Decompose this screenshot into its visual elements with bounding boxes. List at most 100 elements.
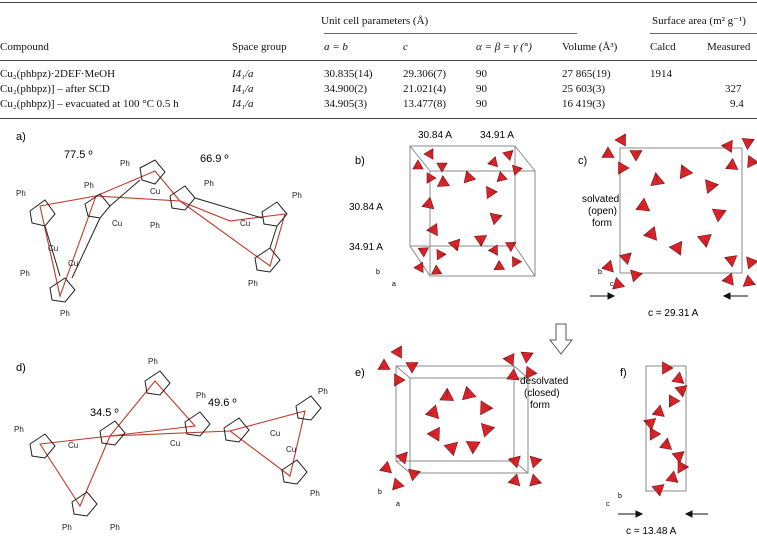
header-rule: [0, 60, 757, 61]
cu-tetrahedron: [448, 239, 459, 251]
cu-tetrahedron: [602, 260, 614, 272]
cu-tetrahedron: [481, 423, 494, 437]
ph-label: Ph: [310, 489, 320, 498]
crystal-data-table: Unit cell parameters (Å) Surface area (m…: [0, 0, 757, 122]
cu-tetrahedron: [747, 257, 757, 269]
row2-space-group: I4₁/a: [232, 83, 254, 96]
row2-volume: 25 603(3): [562, 83, 605, 96]
cu-tetrahedron: [650, 428, 661, 440]
cu-tetrahedron: [652, 405, 664, 416]
c-dimension-arrows: [590, 293, 748, 299]
panel-c: c) solvated (open) form b c c = 29.31 A: [578, 134, 757, 319]
e-axis-b: b: [378, 489, 382, 496]
col-angles: α = β = γ (°): [476, 41, 532, 54]
cu-tetrahedron: [395, 374, 406, 386]
cu-tetrahedron: [615, 134, 626, 146]
cu-tetrahedron: [669, 241, 682, 255]
cu-tetrahedron: [427, 224, 438, 236]
col-calcd: Calcd: [650, 41, 676, 54]
cu-tetrahedron: [619, 162, 630, 174]
col-ab: a = b: [324, 41, 348, 54]
cu-tetrahedron: [380, 461, 392, 472]
ph-label: Ph: [84, 181, 94, 190]
row3-c: 13.477(8): [403, 98, 446, 111]
cu-tetrahedron: [503, 353, 514, 365]
row2-angles: 90: [476, 83, 487, 96]
cu-tetrahedron: [644, 227, 657, 241]
b-axis-a: a: [392, 281, 396, 288]
angle-d1: 34.5 º: [90, 407, 118, 419]
b-axis-b: b: [376, 269, 380, 276]
structure-figure: a) 77.5 º 66.9 º Ph Ph Ph Ph: [0, 126, 757, 539]
solvated-line-3: form: [592, 218, 612, 229]
unit-cell-subrule: [324, 33, 577, 34]
ph-label: Ph: [318, 387, 328, 396]
c-value-solvated: c = 29.31 A: [648, 308, 699, 319]
panel-b: b) 30.84 A 34.91 A 30.84 A 34.91 A b a: [349, 130, 535, 288]
f-dimension-arrows: [618, 511, 708, 517]
panel-b-tetrahedra: [413, 149, 523, 275]
cu-tetrahedron: [660, 438, 672, 449]
ph-label: Ph: [196, 391, 206, 400]
b-label-top-right: 34.91 A: [480, 130, 514, 141]
cu-tetrahedron: [406, 363, 418, 374]
cu-tetrahedron: [488, 157, 498, 167]
panel-a-ring-lines: [40, 171, 285, 296]
cu-tetrahedron: [651, 173, 665, 186]
row3-angles: 90: [476, 98, 487, 111]
cu-tetrahedron: [413, 160, 423, 169]
panel-d: d) 34.5 º 49.6 º Ph Ph Ph Ph Ph Ph Ph: [14, 357, 328, 532]
cu-tetrahedron: [494, 261, 504, 270]
cu-tetrahedron: [698, 234, 712, 247]
cu-label: Cu: [270, 429, 280, 438]
cu-tetrahedron: [669, 395, 680, 407]
cu-tetrahedron: [391, 346, 402, 358]
header-surface-area: Surface area (m² g⁻¹): [652, 15, 746, 28]
cu-label: Cu: [68, 441, 78, 450]
cu-tetrahedron: [748, 156, 757, 168]
c-axis-b: b: [598, 269, 602, 276]
cu-tetrahedron: [512, 165, 522, 175]
row2-compound: Cu₂(phbpz)] – after SCD: [0, 83, 110, 96]
cu-label: Cu: [240, 219, 250, 228]
row1-space-group: I4₁/a: [232, 68, 254, 81]
col-measured: Measured: [707, 41, 750, 54]
panel-e-tetrahedra: [378, 346, 542, 490]
angle-a1: 77.5 º: [64, 149, 92, 161]
cu-tetrahedron: [652, 485, 664, 496]
row3-measured: 9.4: [730, 98, 744, 111]
cu-tetrahedron: [424, 149, 433, 159]
cu-tetrahedron: [712, 209, 726, 222]
cu-tetrahedron: [630, 151, 642, 162]
row1-volume: 27 865(19): [562, 68, 611, 81]
row2-measured: 327: [725, 83, 742, 96]
cu-tetrahedron: [721, 140, 732, 152]
row2-c: 21.021(4): [403, 83, 446, 96]
ph-label: Ph: [16, 189, 26, 198]
panel-b-unit-cell: [410, 146, 535, 276]
ph-label: Ph: [20, 269, 30, 278]
b-label-left-bottom: 34.91 A: [349, 242, 383, 253]
b-label-left-top: 30.84 A: [349, 202, 383, 213]
header-unit-cell: Unit cell parameters (Å): [321, 15, 428, 28]
row2-ab: 34.900(2): [324, 83, 367, 96]
ph-label: Ph: [204, 179, 214, 188]
cu-tetrahedron: [680, 165, 693, 179]
cu-tetrahedron: [675, 386, 687, 397]
ph-label: Ph: [60, 309, 70, 318]
row1-angles: 90: [476, 68, 487, 81]
cu-label: Cu: [170, 439, 180, 448]
cu-label: Cu: [150, 187, 160, 196]
ph-label: Ph: [150, 221, 160, 230]
f-axis-b: b: [618, 493, 622, 500]
cu-tetrahedron: [408, 469, 420, 480]
desolvated-line-1: desolvated: [520, 376, 568, 387]
row3-volume: 16 419(3): [562, 98, 605, 111]
ph-label: Ph: [148, 357, 158, 366]
col-volume: Volume (Å³): [562, 41, 617, 54]
panel-c-label: c): [578, 155, 587, 167]
row1-compound: Cu₂(phbpz)·2DEF·MeOH: [0, 68, 115, 81]
cu-tetrahedron: [462, 386, 476, 399]
panel-a-label: a): [16, 131, 26, 143]
cu-label: Cu: [286, 445, 296, 454]
